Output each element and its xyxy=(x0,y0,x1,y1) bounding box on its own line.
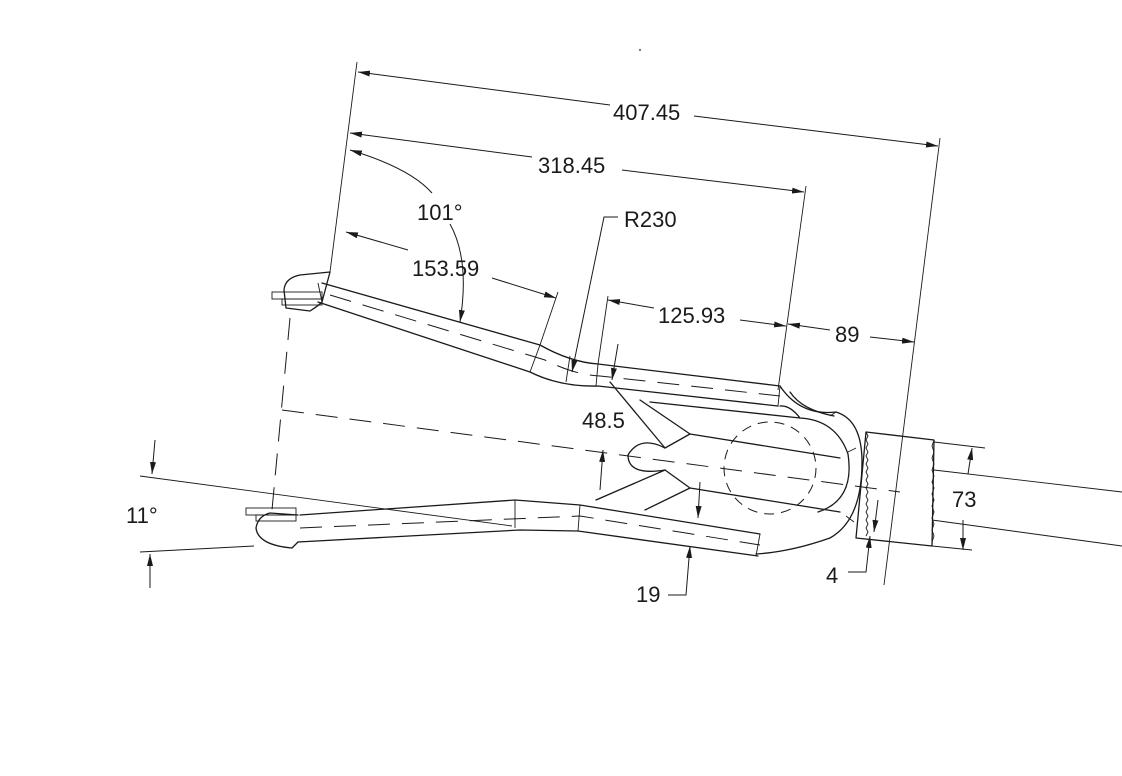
upper-dropout xyxy=(283,271,331,312)
dim-segment-length: 153.59 xyxy=(412,256,479,281)
lower-stay xyxy=(299,499,761,535)
dimension-lines xyxy=(147,70,974,596)
dimension-labels: 407.45 318.45 101° 153.59 R230 125.93 89… xyxy=(126,100,976,607)
dim-seat-stay-length: 318.45 xyxy=(538,153,605,178)
dim-overall-length: 407.45 xyxy=(613,100,680,125)
dim-dropout-offset: 89 xyxy=(835,322,859,347)
mark-dot xyxy=(639,49,641,51)
dim-angle-bottom: 11° xyxy=(126,503,158,528)
dim-gap: 4 xyxy=(826,563,838,588)
clearance-circle xyxy=(723,421,817,515)
dim-straight-length: 125.93 xyxy=(658,303,725,328)
frame-part xyxy=(245,271,1122,557)
lower-dropout xyxy=(255,512,299,549)
construction-lines xyxy=(139,61,986,586)
bridge-brace xyxy=(609,381,691,449)
dim-radius: R230 xyxy=(624,207,677,232)
dim-angle-top: 101° xyxy=(417,200,463,225)
axle-block xyxy=(855,431,935,547)
dim-tube-diameter: 19 xyxy=(636,582,660,607)
dim-bridge-offset: 48.5 xyxy=(582,408,625,433)
upper-stay xyxy=(321,282,781,387)
dim-axle-width: 73 xyxy=(952,487,976,512)
yoke xyxy=(689,433,841,459)
